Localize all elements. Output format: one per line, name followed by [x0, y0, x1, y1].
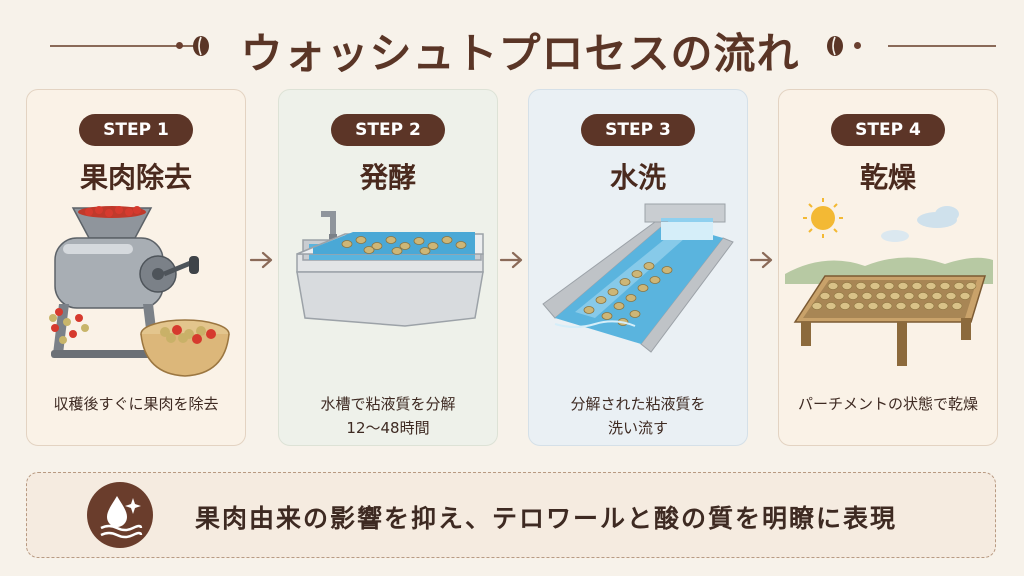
step-card-1: STEP 1 果肉除去 — [26, 89, 246, 446]
step-description-line: 洗い流す — [607, 419, 668, 437]
step-description: 収穫後すぐに果肉を除去 — [27, 392, 245, 416]
title-line-left — [50, 45, 200, 47]
step-card-2: STEP 2 発酵 水槽で粘液質を分解 12～48時間 — [278, 89, 498, 446]
title-line-right — [888, 45, 996, 47]
title-row: ウォッシュトプロセスの流れ — [0, 16, 1024, 78]
step-title: 果肉除去 — [79, 161, 192, 194]
coffee-bean-icon — [193, 36, 209, 56]
step-description-line: パーチメントの状態で乾燥 — [797, 395, 978, 413]
step-description-line: 分解された粘液質を — [570, 395, 706, 413]
coffee-bean-icon — [827, 36, 843, 56]
step-title: 水洗 — [609, 161, 666, 194]
step-badge: STEP 4 — [831, 114, 945, 146]
step-description-line: 12～48時間 — [346, 419, 430, 437]
arrow-right-icon — [499, 251, 523, 269]
step-title: 乾燥 — [859, 161, 916, 194]
washing-channel-illustration — [542, 203, 734, 353]
pulper-illustration — [49, 206, 230, 377]
step-badge: STEP 2 — [331, 114, 445, 146]
step-description: パーチメントの状態で乾燥 — [779, 392, 997, 416]
title-dot-right — [854, 42, 861, 49]
step-title: 発酵 — [359, 161, 416, 194]
water-drop-sparkle-icon — [87, 482, 153, 548]
step-badge: STEP 1 — [79, 114, 193, 146]
fermentation-tank-illustration — [296, 211, 484, 327]
drying-bed-illustration — [785, 198, 993, 366]
step-badge: STEP 3 — [581, 114, 695, 146]
step-description-line: 収穫後すぐに果肉を除去 — [53, 395, 219, 413]
summary-box: 果肉由来の影響を抑え、テロワールと酸の質を明瞭に表現 — [26, 472, 996, 558]
summary-text: 果肉由来の影響を抑え、テロワールと酸の質を明瞭に表現 — [195, 504, 898, 533]
step-description: 分解された粘液質を 洗い流す — [529, 392, 747, 440]
sun-icon — [803, 198, 843, 238]
step-description-line: 水槽で粘液質を分解 — [320, 395, 456, 413]
title-dot-left — [176, 42, 183, 49]
page-title: ウォッシュトプロセスの流れ — [240, 29, 800, 78]
step-description: 水槽で粘液質を分解 12～48時間 — [279, 392, 497, 440]
arrow-right-icon — [249, 251, 273, 269]
step-card-3: STEP 3 水洗 分解された粘液質を 洗い流す — [528, 89, 748, 446]
step-card-4: STEP 4 乾燥 — [778, 89, 998, 446]
arrow-right-icon — [749, 251, 773, 269]
